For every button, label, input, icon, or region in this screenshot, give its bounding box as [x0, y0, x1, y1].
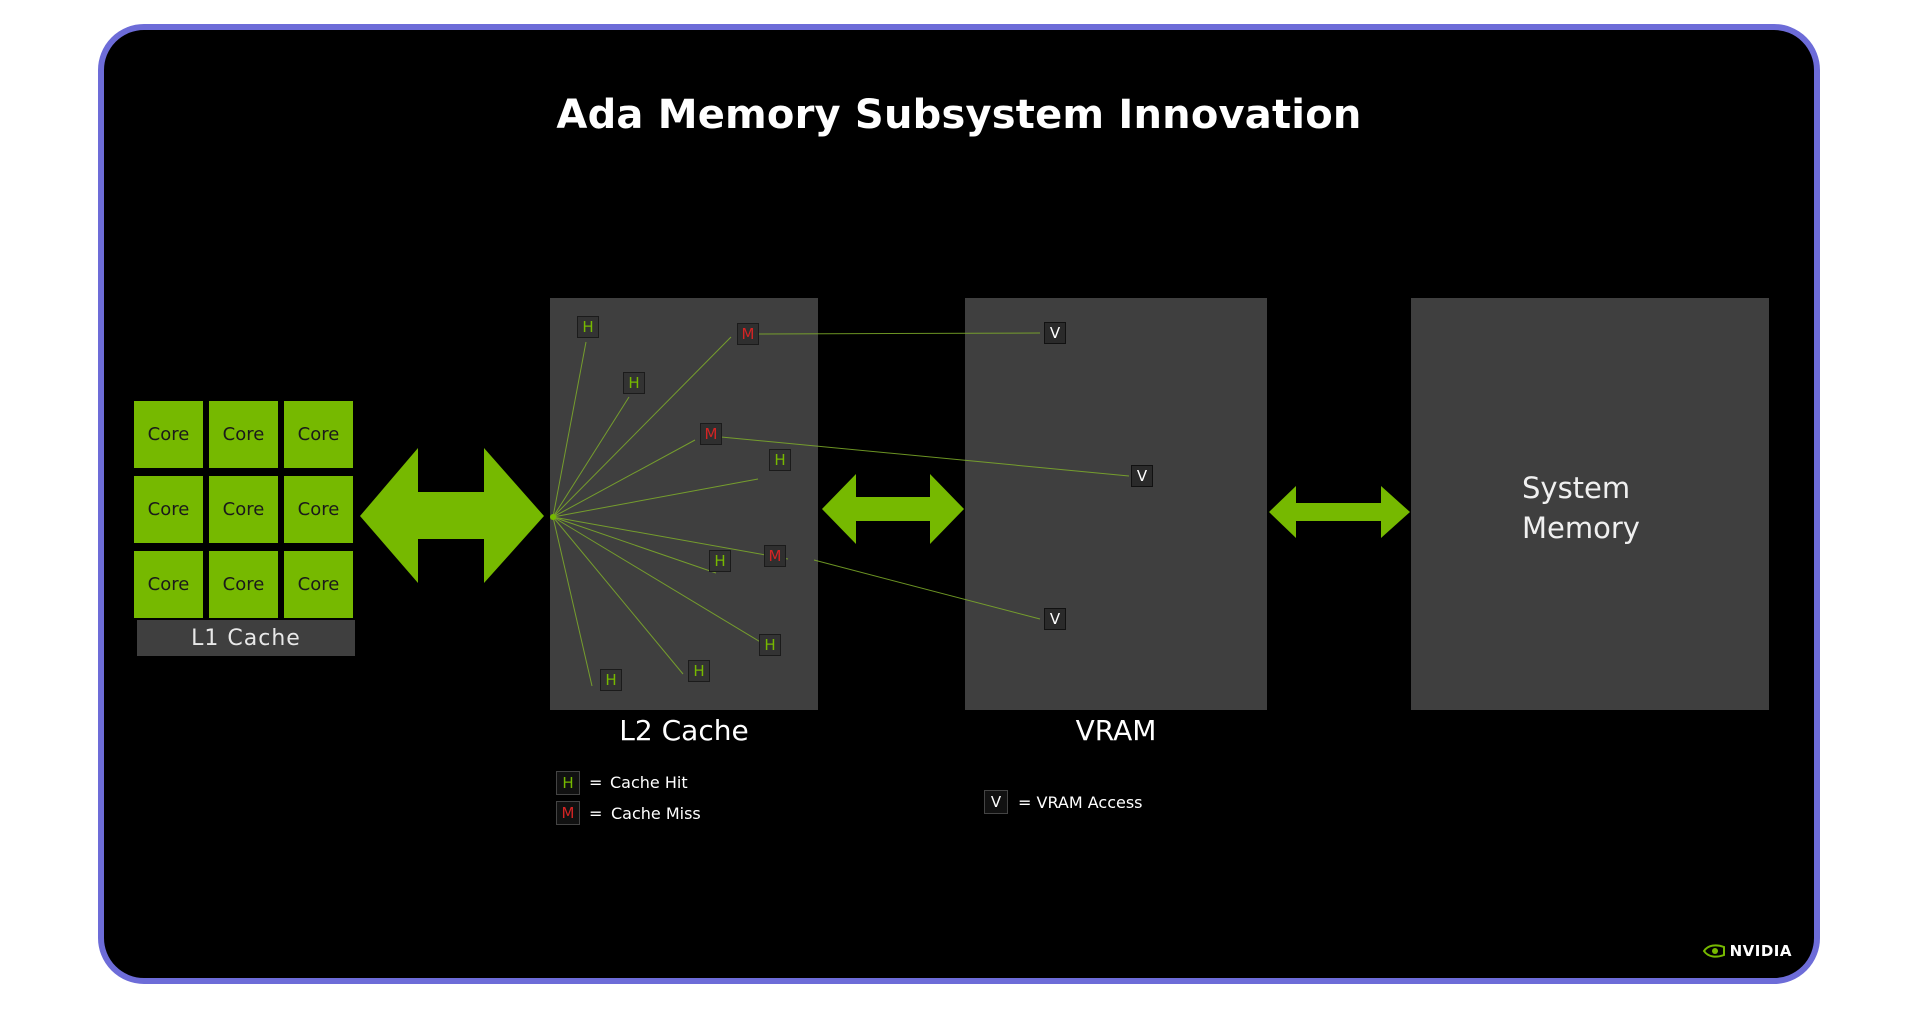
legend-miss-box: M [556, 801, 580, 825]
legend-vram-box: V [984, 790, 1008, 814]
core-block: Core [134, 551, 203, 618]
arrow-l2-vram [822, 474, 964, 544]
legend-hit-text: Cache Hit [610, 773, 688, 792]
legend-hit-eq: = [589, 773, 603, 792]
l2-origin-dot [550, 514, 556, 520]
core-block: Core [284, 476, 353, 543]
l2-cache-label: L2 Cache [619, 714, 749, 747]
cache-hit-tag: H [688, 660, 710, 682]
legend-miss-text: Cache Miss [611, 804, 701, 823]
core-block: Core [209, 401, 278, 468]
nvidia-logo: NVIDIA [1702, 942, 1792, 960]
slide-frame: Ada Memory Subsystem Innovation Core Cor… [98, 24, 1820, 984]
cache-hit-tag: H [577, 316, 599, 338]
cache-hit-tag: H [600, 669, 622, 691]
nvidia-eye-icon [1702, 944, 1725, 958]
system-memory-panel [1411, 298, 1769, 710]
cache-miss-tag: M [764, 545, 786, 567]
cache-hit-tag: H [759, 634, 781, 656]
cache-hit-tag: H [709, 550, 731, 572]
diagram-overlay [360, 332, 1410, 687]
system-memory-line1: System [1522, 471, 1631, 505]
nvidia-logo-text: NVIDIA [1729, 942, 1792, 960]
cache-hit-tag: H [769, 449, 791, 471]
cache-miss-tag: M [737, 323, 759, 345]
cache-hit-tag: H [623, 372, 645, 394]
core-block: Core [209, 476, 278, 543]
legend-hit-box: H [556, 771, 580, 795]
core-block: Core [209, 551, 278, 618]
arrow-vram-sysmem [1269, 486, 1410, 538]
vram-panel [965, 298, 1267, 710]
system-memory-line2: Memory [1522, 511, 1640, 545]
vram-label: VRAM [1075, 714, 1157, 747]
hit-lines [552, 336, 789, 687]
core-block: Core [134, 476, 203, 543]
miss-vram-lines [720, 332, 1130, 620]
legend-miss-eq: = [589, 804, 603, 823]
core-block: Core [284, 401, 353, 468]
cache-miss-tag: M [700, 423, 722, 445]
core-block: Core [284, 551, 353, 618]
core-block: Core [134, 401, 203, 468]
vram-access-tag: V [1044, 322, 1066, 344]
slide-title: Ada Memory Subsystem Innovation [556, 92, 1362, 138]
vram-access-tag: V [1131, 465, 1153, 487]
l1-cache-bar: L1 Cache [137, 620, 355, 656]
arrow-core-l2 [360, 448, 544, 583]
vram-access-tag: V [1044, 608, 1066, 630]
system-memory-label: System Memory [1522, 468, 1640, 548]
legend-vram-text: = VRAM Access [1018, 793, 1143, 812]
